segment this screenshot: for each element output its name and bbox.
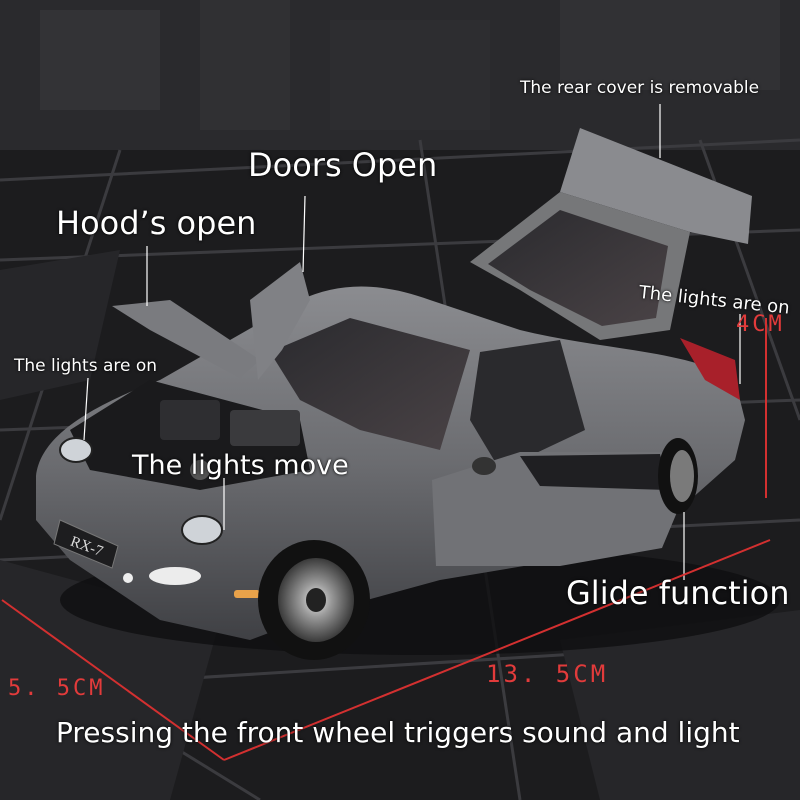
label-hood-open: Hood’s open	[56, 204, 257, 242]
rear-wheel	[658, 438, 698, 514]
headlights	[59, 437, 223, 545]
dimension-length: 13. 5CM	[486, 660, 609, 688]
dimension-height: 4CM	[736, 312, 785, 337]
label-press-wheel: Pressing the front wheel triggers sound …	[56, 716, 740, 749]
label-lights-on-front: The lights are on	[14, 356, 158, 376]
open-door-left	[250, 262, 310, 380]
door-window	[520, 454, 668, 490]
rear-cover	[470, 128, 752, 340]
engine-bay	[160, 400, 300, 480]
label-glide-function: Glide function	[566, 574, 790, 612]
label-doors-open: Doors Open	[248, 146, 438, 184]
callout-lines	[83, 104, 741, 580]
bumper-lights	[123, 567, 260, 598]
dimension-width: 5. 5CM	[8, 676, 106, 701]
label-rear-cover: The rear cover is removable	[520, 78, 760, 98]
front-wheel	[258, 540, 370, 660]
windshield	[270, 318, 470, 450]
side-window	[470, 340, 585, 470]
tail-light	[680, 338, 740, 400]
back-wall	[0, 0, 800, 150]
side-mirror	[472, 457, 496, 475]
label-lights-move: The lights move	[132, 450, 349, 481]
dimension-lines	[1, 318, 771, 761]
